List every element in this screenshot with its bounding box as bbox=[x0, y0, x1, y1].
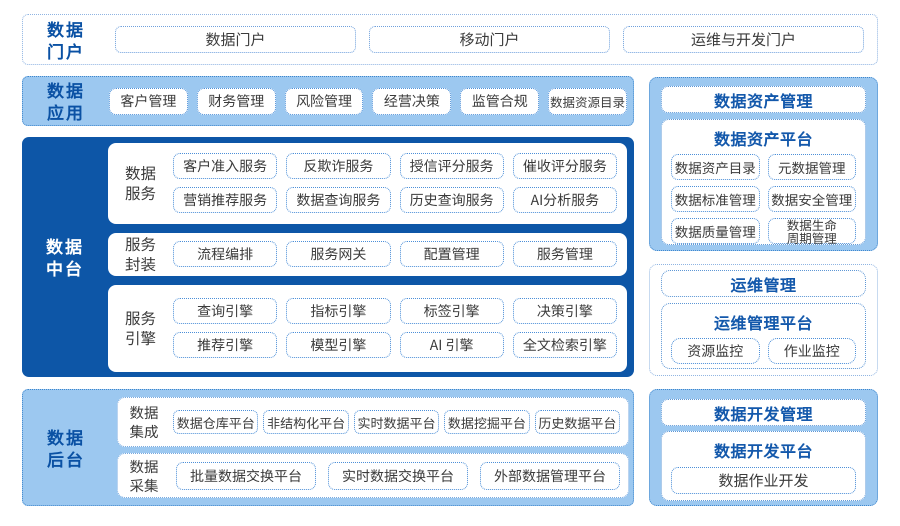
middle-platform-section: 数据中台 数据服务 客户准入服务 反欺诈服务 授信评分服务 催收评分服务 营销推… bbox=[22, 137, 634, 377]
asset-platform-button[interactable]: 数据标准管理 bbox=[671, 186, 760, 212]
asset-platform-button[interactable]: 数据质量管理 bbox=[671, 218, 760, 244]
service-engine-panel-label: 服务引擎 bbox=[124, 307, 156, 349]
service-wrapper-button[interactable]: 流程编排 bbox=[173, 241, 278, 267]
backend-panels: 数据集成 数据仓库平台 非结构化平台 实时数据平台 数据挖掘平台 历史数据平台 … bbox=[117, 397, 629, 498]
service-wrapper-panel-label: 服务封装 bbox=[124, 233, 156, 275]
data-collection-panel: 数据采集 批量数据交换平台 实时数据交换平台 外部数据管理平台 bbox=[117, 453, 629, 498]
data-service-button[interactable]: 反欺诈服务 bbox=[286, 153, 391, 179]
data-integration-buttons: 数据仓库平台 非结构化平台 实时数据平台 数据挖掘平台 历史数据平台 bbox=[173, 410, 621, 434]
data-collection-button[interactable]: 实时数据交换平台 bbox=[328, 461, 468, 490]
dev-management-header: 数据开发管理 bbox=[661, 399, 866, 426]
data-collection-button[interactable]: 批量数据交换平台 bbox=[176, 461, 316, 490]
data-integration-button[interactable]: 历史数据平台 bbox=[534, 410, 621, 434]
asset-platform-buttons: 数据资产目录 元数据管理 数据标准管理 数据安全管理 数据质量管理 数据生命周期… bbox=[671, 154, 856, 244]
service-engine-buttons: 查询引擎 指标引擎 标签引擎 决策引擎 推荐引擎 模型引擎 AI 引擎 全文检索… bbox=[173, 298, 617, 358]
portal-section: 数据门户 数据门户 移动门户 运维与开发门户 bbox=[22, 14, 878, 65]
asset-platform-title: 数据资产平台 bbox=[713, 126, 813, 150]
service-wrapper-button[interactable]: 服务管理 bbox=[512, 241, 617, 267]
asset-platform-button[interactable]: 元数据管理 bbox=[767, 154, 856, 180]
ops-management-section: 运维管理 运维管理平台 资源监控 作业监控 bbox=[649, 264, 878, 376]
dev-platform-title: 数据开发平台 bbox=[713, 438, 813, 462]
data-service-buttons: 客户准入服务 反欺诈服务 授信评分服务 催收评分服务 营销推荐服务 数据查询服务… bbox=[173, 153, 617, 213]
data-integration-button[interactable]: 非结构化平台 bbox=[263, 410, 349, 434]
service-engine-button[interactable]: 指标引擎 bbox=[286, 298, 391, 324]
application-button[interactable]: 财务管理 bbox=[196, 87, 276, 115]
ops-platform-button[interactable]: 作业监控 bbox=[767, 338, 856, 364]
service-wrapper-button[interactable]: 配置管理 bbox=[399, 241, 504, 267]
dev-platform-button[interactable]: 数据作业开发 bbox=[671, 467, 856, 494]
data-service-button[interactable]: AI分析服务 bbox=[512, 187, 617, 213]
application-section: 数据应用 客户管理 财务管理 风险管理 经营决策 监管合规 数据资源目录 bbox=[22, 76, 634, 126]
portal-button[interactable]: 数据门户 bbox=[115, 26, 356, 53]
data-service-button[interactable]: 数据查询服务 bbox=[286, 187, 391, 213]
data-integration-panel: 数据集成 数据仓库平台 非结构化平台 实时数据平台 数据挖掘平台 历史数据平台 bbox=[117, 397, 629, 447]
data-service-button[interactable]: 营销推荐服务 bbox=[173, 187, 278, 213]
data-integration-button[interactable]: 实时数据平台 bbox=[353, 410, 440, 434]
backend-section: 数据后台 数据集成 数据仓库平台 非结构化平台 实时数据平台 数据挖掘平台 历史… bbox=[22, 389, 634, 506]
data-service-button[interactable]: 授信评分服务 bbox=[399, 153, 504, 179]
asset-platform-panel: 数据资产平台 数据资产目录 元数据管理 数据标准管理 数据安全管理 数据质量管理… bbox=[661, 119, 866, 245]
portal-button-group: 数据门户 移动门户 运维与开发门户 bbox=[115, 26, 864, 53]
ops-management-header: 运维管理 bbox=[661, 270, 866, 297]
service-engine-button[interactable]: AI 引擎 bbox=[399, 332, 504, 358]
asset-platform-button[interactable]: 数据安全管理 bbox=[767, 186, 856, 212]
application-button[interactable]: 数据资源目录 bbox=[548, 87, 627, 115]
service-engine-button[interactable]: 全文检索引擎 bbox=[512, 332, 617, 358]
asset-platform-button[interactable]: 数据资产目录 bbox=[671, 154, 760, 180]
service-engine-button[interactable]: 推荐引擎 bbox=[173, 332, 278, 358]
data-service-button[interactable]: 历史查询服务 bbox=[399, 187, 504, 213]
service-wrapper-panel: 服务封装 流程编排 服务网关 配置管理 服务管理 bbox=[108, 232, 627, 276]
data-service-button[interactable]: 客户准入服务 bbox=[173, 153, 278, 179]
data-service-button[interactable]: 催收评分服务 bbox=[512, 153, 617, 179]
application-button[interactable]: 经营决策 bbox=[372, 87, 452, 115]
service-engine-button[interactable]: 模型引擎 bbox=[286, 332, 391, 358]
data-integration-panel-label: 数据集成 bbox=[129, 402, 159, 442]
backend-section-label: 数据后台 bbox=[47, 423, 85, 471]
portal-button[interactable]: 移动门户 bbox=[369, 26, 610, 53]
ops-platform-button[interactable]: 资源监控 bbox=[671, 338, 760, 364]
middle-platform-label: 数据中台 bbox=[46, 233, 84, 280]
middle-platform-panels: 数据服务 客户准入服务 反欺诈服务 授信评分服务 催收评分服务 营销推荐服务 数… bbox=[108, 142, 627, 372]
application-button[interactable]: 客户管理 bbox=[109, 87, 188, 115]
portal-section-label: 数据门户 bbox=[47, 15, 85, 63]
data-collection-button[interactable]: 外部数据管理平台 bbox=[480, 461, 620, 490]
data-service-panel-label: 数据服务 bbox=[124, 162, 156, 204]
ops-platform-buttons: 资源监控 作业监控 bbox=[671, 338, 856, 364]
service-wrapper-buttons: 流程编排 服务网关 配置管理 服务管理 bbox=[173, 241, 617, 267]
ops-platform-title: 运维管理平台 bbox=[713, 310, 813, 334]
data-integration-button[interactable]: 数据仓库平台 bbox=[173, 410, 259, 434]
asset-management-section: 数据资产管理 数据资产平台 数据资产目录 元数据管理 数据标准管理 数据安全管理… bbox=[649, 77, 878, 251]
service-engine-panel: 服务引擎 查询引擎 指标引擎 标签引擎 决策引擎 推荐引擎 模型引擎 AI 引擎… bbox=[108, 284, 627, 372]
portal-button[interactable]: 运维与开发门户 bbox=[623, 26, 864, 53]
data-integration-button[interactable]: 数据挖掘平台 bbox=[444, 410, 530, 434]
application-section-label: 数据应用 bbox=[47, 77, 85, 124]
service-engine-button[interactable]: 查询引擎 bbox=[173, 298, 278, 324]
ops-platform-panel: 运维管理平台 资源监控 作业监控 bbox=[661, 303, 866, 369]
dev-management-section: 数据开发管理 数据开发平台 数据作业开发 bbox=[649, 389, 878, 506]
application-button[interactable]: 监管合规 bbox=[460, 87, 540, 115]
service-engine-button[interactable]: 决策引擎 bbox=[512, 298, 617, 324]
dev-platform-panel: 数据开发平台 数据作业开发 bbox=[661, 431, 866, 501]
application-button[interactable]: 风险管理 bbox=[284, 87, 364, 115]
application-button-group: 客户管理 财务管理 风险管理 经营决策 监管合规 数据资源目录 bbox=[109, 87, 627, 115]
service-engine-button[interactable]: 标签引擎 bbox=[399, 298, 504, 324]
asset-management-header: 数据资产管理 bbox=[661, 86, 866, 113]
data-service-panel: 数据服务 客户准入服务 反欺诈服务 授信评分服务 催收评分服务 营销推荐服务 数… bbox=[108, 142, 627, 224]
data-collection-panel-label: 数据采集 bbox=[129, 455, 159, 496]
data-collection-buttons: 批量数据交换平台 实时数据交换平台 外部数据管理平台 bbox=[176, 461, 620, 490]
asset-platform-button[interactable]: 数据生命周期管理 bbox=[767, 218, 856, 244]
service-wrapper-button[interactable]: 服务网关 bbox=[286, 241, 391, 267]
